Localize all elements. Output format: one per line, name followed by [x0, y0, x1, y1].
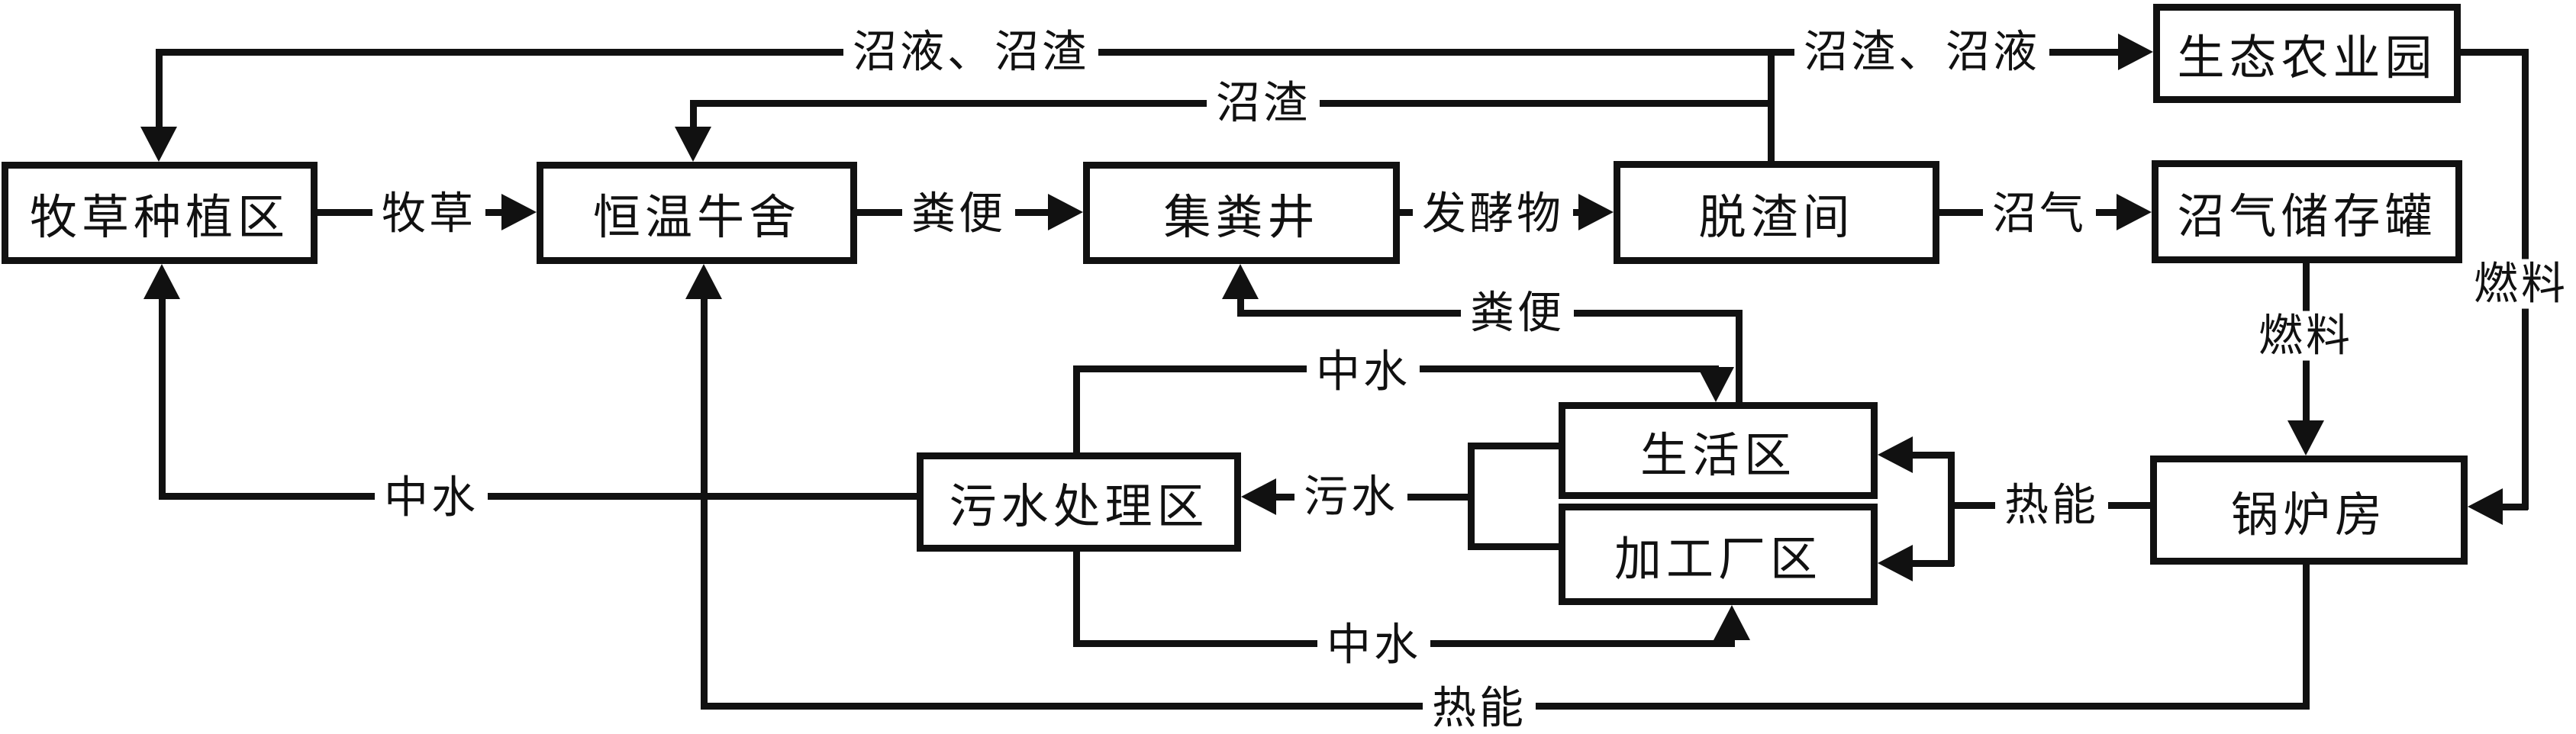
node-factory-area: 加工厂区 — [1559, 504, 1878, 605]
arrowhead-into-cowshed-left — [501, 194, 537, 230]
arrowhead-into-dungpit-bottom — [1222, 264, 1259, 299]
edge-residue-drop — [690, 100, 697, 130]
arrowhead-into-cowshed-top — [675, 127, 711, 162]
node-pasture-label: 牧草种植区 — [29, 189, 289, 245]
edge-label-biogas: 沼气 — [1982, 188, 2097, 239]
edge-label-manure-living: 粪便 — [1460, 288, 1575, 338]
arrowhead-into-boiler-right — [2468, 488, 2503, 525]
arrowhead-into-pasture-top — [140, 127, 177, 162]
node-living-area: 生活区 — [1559, 402, 1878, 499]
node-boiler-house: 锅炉房 — [2150, 456, 2468, 565]
edge-label-heat-mid: 热能 — [1994, 480, 2109, 530]
arrowhead-into-cowshed-bottom — [685, 264, 722, 299]
edge-greywater-left-riser — [159, 299, 166, 500]
node-biogas-tank: 沼气储存罐 — [2152, 160, 2462, 263]
arrowhead-into-factory-right — [1878, 545, 1913, 581]
arrowhead-into-factory-bottom — [1714, 605, 1750, 640]
edge-label-sewage: 污水 — [1294, 472, 1408, 522]
arrowhead-into-pasture-bottom — [143, 264, 180, 299]
edge-label-fermented: 发酵物 — [1412, 188, 1574, 239]
edge-heat-living-stub — [1913, 452, 1954, 459]
arrowhead-into-sewage-right — [1241, 478, 1276, 515]
edge-park-out-h — [2461, 49, 2528, 56]
edge-label-grass: 牧草 — [372, 188, 486, 239]
node-cowshed: 恒温牛舍 — [537, 162, 857, 264]
node-deslag-room: 脱渣间 — [1614, 161, 1939, 264]
node-sewage-plant-label: 污水处理区 — [949, 478, 1209, 534]
arrowhead-into-dungpit-left — [1048, 194, 1083, 230]
edge-greywater-left-h — [159, 493, 920, 500]
node-dung-pit-label: 集粪井 — [1163, 189, 1320, 245]
edge-heat-split-v — [1948, 452, 1955, 566]
edge-sewage-bracket-bottom-stub — [1468, 543, 1559, 550]
node-pasture: 牧草种植区 — [2, 162, 318, 264]
edge-label-residue-slurry-right: 沼渣、沼液 — [1794, 27, 2050, 77]
edge-label-heat-bottom: 热能 — [1422, 683, 1536, 733]
edge-manure-living-up-v — [1237, 296, 1244, 316]
node-eco-park: 生态农业园 — [2153, 4, 2461, 103]
edge-label-slurry-residue-top: 沼液、沼渣 — [843, 27, 1099, 77]
edge-label-manure-main: 粪便 — [901, 188, 1016, 239]
node-deslag-room-label: 脱渣间 — [1698, 188, 1855, 245]
edge-greywater-bottom-drop — [1073, 549, 1080, 646]
node-eco-park-label: 生态农业园 — [2177, 30, 2437, 85]
node-factory-area-label: 加工厂区 — [1614, 530, 1822, 587]
node-boiler-house-label: 锅炉房 — [2230, 486, 2387, 542]
edge-heat-bottom-boiler-drop — [2303, 565, 2310, 710]
edge-heat-bottom-cowshed-riser — [701, 299, 708, 709]
arrowhead-into-living-top — [1697, 367, 1734, 402]
edge-fuel-park-into-boiler-h — [2500, 504, 2528, 510]
arrowhead-into-living-right — [1878, 436, 1913, 473]
edge-label-fuel-park: 燃料 — [2464, 259, 2576, 309]
edge-manure-living-riser — [1736, 310, 1743, 402]
node-cowshed-label: 恒温牛舍 — [592, 189, 801, 245]
edge-slurry-top-left-drop — [156, 49, 163, 130]
edge-slurry-top-h — [156, 49, 2122, 56]
node-living-area-label: 生活区 — [1639, 427, 1796, 483]
edge-label-fuel-tank: 燃料 — [2249, 311, 2363, 361]
edge-label-greywater-left: 中水 — [374, 472, 488, 523]
edge-greywater-top-riser — [1073, 365, 1080, 452]
edge-deslag-top-riser — [1768, 49, 1775, 161]
arrowhead-into-deslag-left — [1578, 194, 1614, 230]
edge-heat-factory-stub — [1913, 560, 1954, 567]
edge-label-residue-mid: 沼渣 — [1206, 78, 1320, 128]
arrowhead-into-boiler-top — [2287, 420, 2324, 456]
arrowhead-into-tank-left — [2117, 194, 2152, 230]
node-sewage-plant: 污水处理区 — [917, 452, 1241, 552]
edge-sewage-bracket-top-stub — [1468, 443, 1559, 449]
edge-label-greywater-top: 中水 — [1306, 346, 1420, 397]
arrowhead-into-park-left — [2118, 34, 2153, 70]
edge-label-greywater-bottom: 中水 — [1317, 620, 1431, 670]
node-dung-pit: 集粪井 — [1083, 162, 1400, 264]
node-biogas-tank-label: 沼气储存罐 — [2177, 188, 2437, 244]
